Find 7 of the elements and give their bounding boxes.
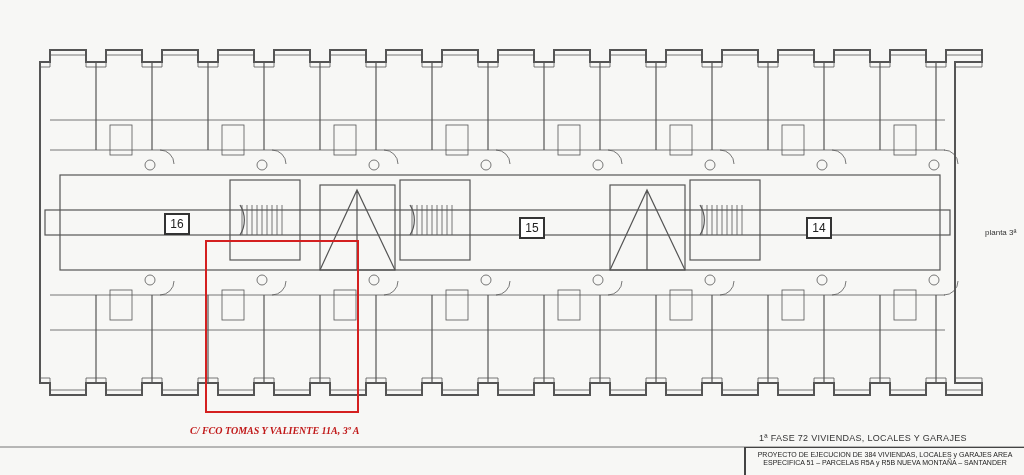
highlight-frame — [205, 240, 359, 413]
unit-number-box: 14 — [806, 217, 832, 239]
address-caption: C/ FCO TOMAS Y VALIENTE 11A, 3º A — [190, 425, 360, 436]
title-block-heading: 1ª FASE 72 VIVIENDAS, LOCALES Y GARAJES — [759, 433, 967, 443]
unit-number-box: 15 — [519, 217, 545, 239]
unit-number-box: 16 — [164, 213, 190, 235]
floor-label: planta 3ª — [985, 228, 1017, 237]
